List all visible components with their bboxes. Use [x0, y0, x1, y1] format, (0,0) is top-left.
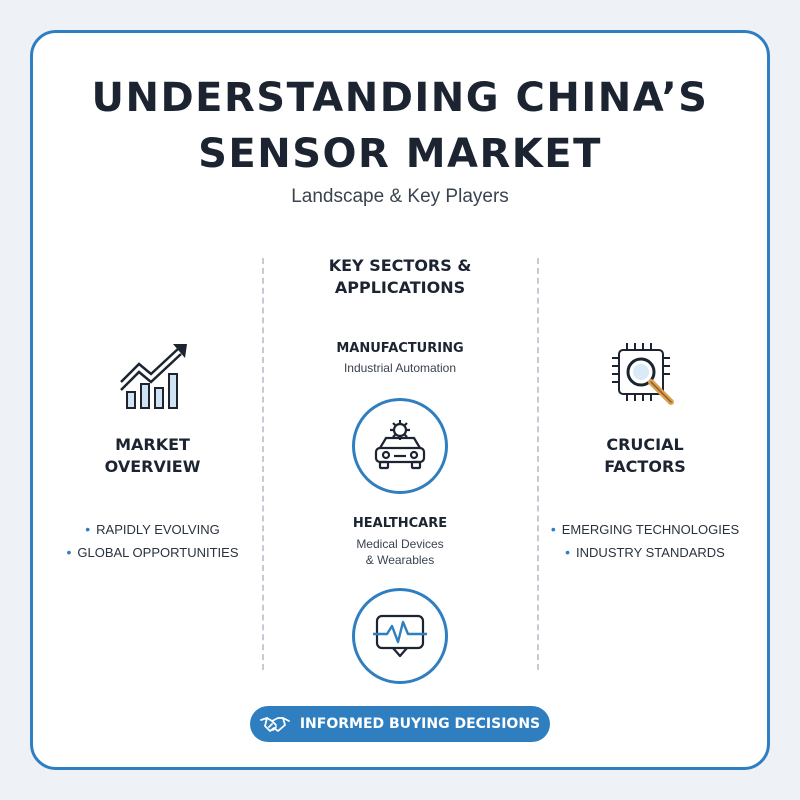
crucial-factors-heading: CRUCIAL FACTORS	[604, 435, 686, 476]
page-subtitle: Landscape & Key Players	[291, 186, 509, 207]
page-title: UNDERSTANDING CHINA’S SENSOR MARKET	[0, 70, 800, 182]
sector-name: HEALTHCARE	[352, 516, 448, 531]
market-overview-section: MARKET OVERVIEW •RAPIDLY EVOLVING •GLOBA…	[50, 340, 255, 564]
sector-name: MANUFACTURING	[336, 341, 464, 356]
market-overview-heading: MARKET OVERVIEW	[104, 435, 201, 476]
sector-description: Industrial Automation	[343, 361, 457, 375]
handshake-icon	[259, 717, 290, 732]
list-item: •INDUSTRY STANDARDS	[565, 544, 725, 560]
sector-description-line-1: Medical Devices	[356, 537, 444, 551]
informed-buying-decisions-button[interactable]: INFORMED BUYING DECISIONS	[250, 706, 550, 742]
title-line-1: UNDERSTANDING CHINA’S	[91, 75, 709, 121]
list-item: •RAPIDLY EVOLVING	[85, 521, 220, 537]
bullet-dot-icon: •	[550, 521, 556, 537]
crucial-factors-list: •EMERGING TECHNOLOGIES •INDUSTRY STANDAR…	[545, 518, 745, 564]
sector-description-line-2: & Wearables	[365, 553, 435, 567]
key-sectors-section: KEY SECTORS & APPLICATIONS MANUFACTURING…	[270, 255, 530, 684]
manufacturing-icon-circle	[352, 398, 448, 494]
market-overview-list: •RAPIDLY EVOLVING •GLOBAL OPPORTUNITIES	[50, 518, 255, 564]
cta-label: INFORMED BUYING DECISIONS	[299, 716, 541, 732]
car-gear-icon	[374, 420, 426, 470]
chip-magnifier-icon	[612, 343, 674, 405]
sector-manufacturing: MANUFACTURING Industrial Automation	[270, 341, 530, 494]
healthcare-icon-circle	[352, 588, 448, 684]
title-line-2: SENSOR MARKET	[198, 131, 602, 177]
heartbeat-monitor-icon	[373, 614, 427, 658]
bullet-dot-icon: •	[85, 521, 91, 537]
key-sectors-heading: KEY SECTORS & APPLICATIONS	[328, 256, 472, 297]
list-item: •EMERGING TECHNOLOGIES	[550, 521, 740, 537]
crucial-factors-section: CRUCIAL FACTORS •EMERGING TECHNOLOGIES •…	[545, 340, 745, 564]
bullet-dot-icon: •	[66, 544, 72, 560]
growth-chart-icon	[119, 344, 187, 409]
bullet-dot-icon: •	[565, 544, 571, 560]
left-divider	[262, 258, 264, 670]
sector-healthcare: HEALTHCARE Medical Devices & Wearables	[270, 516, 530, 684]
right-divider	[537, 258, 539, 670]
list-item: •GLOBAL OPPORTUNITIES	[66, 544, 239, 560]
